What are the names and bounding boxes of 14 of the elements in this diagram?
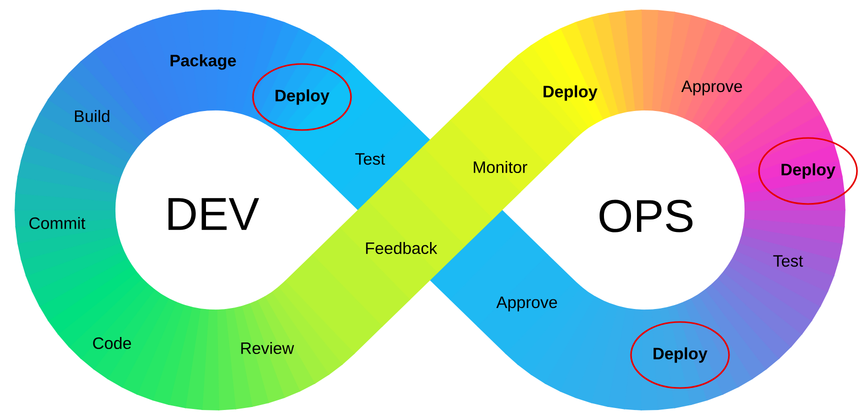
stage-label: DEV	[168, 198, 260, 230]
step-label: Commit	[29, 216, 86, 230]
step-label: Monitor	[474, 160, 528, 174]
step-label: Test	[355, 153, 386, 165]
step-label: Approve	[681, 80, 742, 96]
step-label: Feedback	[366, 242, 438, 254]
step-label: Review	[241, 342, 294, 354]
step-label: Test	[773, 255, 804, 267]
step-label: Approve	[496, 296, 557, 312]
step-label: Package	[170, 54, 236, 70]
step-label: Build	[75, 110, 110, 122]
stage-label: OPS	[600, 200, 692, 232]
step-label: Code	[93, 336, 131, 350]
step-label: Deploy	[544, 85, 598, 101]
